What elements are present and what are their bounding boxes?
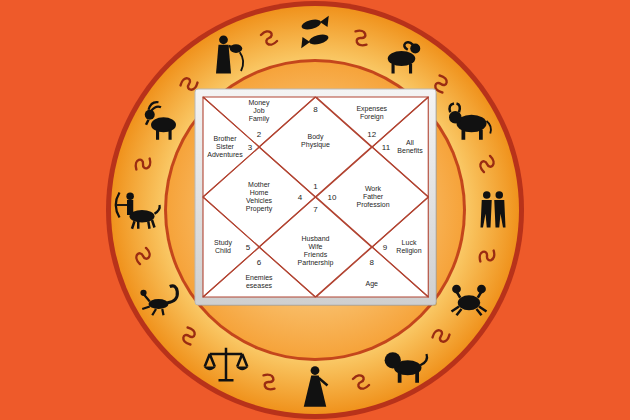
house-signification: Money Job Family	[248, 99, 269, 123]
card-shadow	[198, 92, 437, 306]
house-cell: Age 8	[316, 247, 429, 297]
house-border	[203, 147, 316, 247]
house-signification: Husband Wife Friends Partnership	[298, 235, 334, 267]
zodiac-symbol	[145, 102, 176, 140]
house-number: 8	[370, 258, 374, 267]
house-signification: Luck Religion	[396, 239, 421, 255]
house-number: 9	[383, 243, 387, 252]
house-number: 4	[298, 193, 302, 202]
zodiac-symbol	[481, 191, 506, 227]
zodiac-symbol	[216, 35, 243, 73]
house-number: 11	[382, 143, 390, 152]
swirl-ornament	[179, 326, 199, 346]
house-signification: Mother Home Vehicles Property	[246, 181, 272, 213]
house-number: 6	[257, 258, 261, 267]
wheel-rim	[106, 1, 524, 419]
house-border	[203, 247, 316, 297]
house-number: 3	[248, 143, 252, 152]
house-signification: Expenses Foreign	[356, 105, 387, 121]
wheel-ring	[111, 6, 519, 414]
zodiac-symbol	[452, 285, 487, 316]
swirl-ornament	[431, 326, 451, 346]
zodiac-symbol	[388, 42, 421, 73]
zodiac-symbol	[140, 286, 177, 315]
zodiac-signs	[116, 16, 506, 407]
house-number: 12	[367, 130, 376, 139]
house-signification: Enemies eseases	[245, 274, 272, 290]
chart-card	[203, 97, 428, 297]
house-mark: 8	[313, 105, 317, 114]
house-border	[316, 147, 429, 247]
swirl-ornament	[260, 374, 277, 391]
house-cell: Mother Home Vehicles Property 4	[203, 147, 316, 247]
zodiac-symbol	[300, 16, 329, 49]
house-outline	[316, 247, 429, 297]
zodiac-symbol	[385, 352, 427, 383]
house-cell: Luck Religion 9	[372, 197, 428, 297]
card-frame	[195, 89, 436, 305]
house-border	[259, 97, 372, 197]
house-number: 10	[328, 193, 337, 202]
house-cell: Work Father Profession 10	[316, 147, 429, 247]
swirl-ornament	[352, 30, 369, 47]
ornaments	[135, 30, 496, 391]
house-signification: Work Father Profession	[356, 185, 389, 209]
wheel-center	[167, 62, 463, 358]
house-outline	[203, 247, 316, 297]
house-signification: All Benefits	[397, 139, 422, 155]
swirl-ornament	[135, 155, 152, 172]
swirl-ornament	[135, 247, 152, 264]
house-number: 2	[257, 130, 261, 139]
ring-divider	[164, 59, 466, 361]
house-number: 7	[313, 205, 317, 214]
zodiac-symbol	[204, 348, 249, 381]
house-border	[372, 97, 428, 197]
house-border	[259, 197, 372, 297]
house-signification: Body Physique	[301, 133, 330, 149]
house-border	[372, 197, 428, 297]
house-cell: Enemies eseases 6	[203, 247, 316, 297]
house-number: 5	[246, 243, 250, 252]
house-number: 1	[313, 182, 317, 191]
house-cell: Husband Wife Friends Partnership 7	[259, 197, 372, 297]
house-signification: Study Child	[214, 239, 232, 255]
zodiac-symbol	[116, 193, 160, 229]
swirl-ornament	[479, 247, 496, 264]
house-border	[316, 247, 429, 297]
zodiac-symbol	[304, 366, 328, 407]
swirl-ornament	[479, 155, 496, 172]
house-signification: Age	[366, 280, 378, 288]
house-cell: All Benefits 11	[372, 97, 428, 197]
house-signification: Brother Sister Adventures	[207, 135, 242, 159]
swirl-ornament	[260, 30, 277, 47]
zodiac-symbol	[449, 104, 491, 140]
swirl-ornament	[352, 374, 369, 391]
